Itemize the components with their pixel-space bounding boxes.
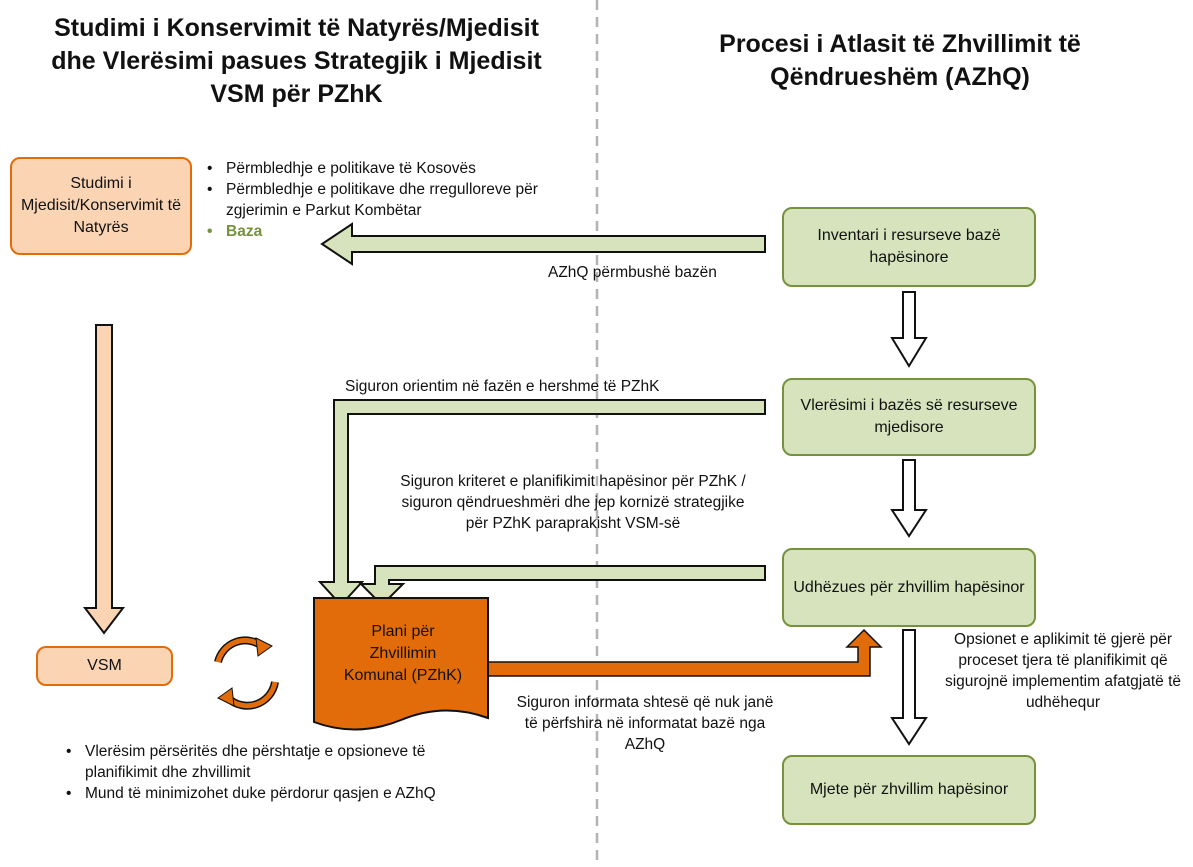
box-udhezues: Udhëzues për zhvillim hapësinor [782, 548, 1036, 627]
right-title: Procesi i Atlasit të Zhvillimit të Qëndr… [620, 28, 1180, 94]
bottom-bullet-list: Vlerësim përsëritës dhe përshtatje e ops… [63, 741, 458, 804]
label-orientim: Siguron orientim në fazën e hershme të P… [345, 378, 660, 395]
arrow-inventari-to-vleresimi [890, 291, 928, 368]
bullet-item: Mund të minimizohet duke përdorur qasjen… [63, 783, 458, 804]
left-title: Studimi i Konservimit të Natyrës/Mjedisi… [8, 12, 585, 111]
right-title-line-2: Qëndrueshëm (AZhQ) [770, 63, 1030, 91]
left-title-line-3: VSM për PZhK [210, 80, 383, 108]
box-inventari: Inventari i resurseve bazë hapësinore [782, 207, 1036, 287]
box-mjete-label: Mjete për zhvillim hapësinor [809, 781, 1009, 798]
bullet-item: Përmbledhje e politikave dhe rregullorev… [204, 179, 544, 221]
arrow-vleresimi-to-udhezues [890, 459, 928, 538]
box-studimi: Studimi i Mjedisit/Konservimit të Natyrë… [10, 157, 192, 255]
box-vsm-label: VSM [87, 657, 122, 674]
arrow-udhezues-to-plani [358, 565, 766, 607]
left-title-line-1: Studimi i Konservimit të Natyrës/Mjedisi… [54, 14, 539, 42]
label-opsionet: Opsionet e aplikimit të gjerë për proces… [944, 631, 1182, 711]
arrow-plani-to-udhezues [479, 628, 883, 677]
arrow-vleresimi-to-plani [317, 399, 766, 607]
bullet-item: Përmbledhje e politikave të Kosovës [204, 158, 544, 179]
label-informata: Siguron informata shtesë që nuk janë të … [516, 694, 774, 753]
plani-document-shape [313, 597, 489, 731]
box-vleresimi-label: Vlerësimi i bazës së resurseve mjedisore [800, 397, 1018, 436]
box-plani-label: Plani për Zhvillimin Komunal (PZhK) [343, 623, 463, 684]
box-studimi-label: Studimi i Mjedisit/Konservimit të Natyrë… [20, 175, 182, 236]
box-vsm: VSM [36, 646, 173, 686]
label-kriteret: Siguron kriteret e planifikimit hapësino… [400, 473, 746, 532]
right-title-line-1: Procesi i Atlasit të Zhvillimit të [719, 30, 1081, 58]
box-udhezues-label: Udhëzues për zhvillim hapësinor [793, 578, 1025, 596]
top-bullet-list: Përmbledhje e politikave të Kosovës Përm… [204, 158, 544, 242]
arrow-studimi-to-vsm [82, 324, 126, 635]
arrow-udhezues-to-mjete [890, 629, 928, 746]
cycle-icon [214, 636, 279, 710]
bullet-item-baza: Baza [204, 221, 544, 242]
left-title-line-2: dhe Vlerësimi pasues Strategjik i Mjedis… [51, 47, 542, 75]
box-mjete: Mjete për zhvillim hapësinor [782, 755, 1036, 825]
box-plani: Plani për Zhvillimin Komunal (PZhK) [330, 604, 476, 704]
box-vleresimi: Vlerësimi i bazës së resurseve mjedisore [782, 378, 1036, 456]
box-inventari-label: Inventari i resurseve bazë hapësinore [817, 227, 1001, 266]
label-azhq-baza: AZhQ përmbushë bazën [548, 264, 717, 281]
bullet-item: Vlerësim përsëritës dhe përshtatje e ops… [63, 741, 458, 783]
